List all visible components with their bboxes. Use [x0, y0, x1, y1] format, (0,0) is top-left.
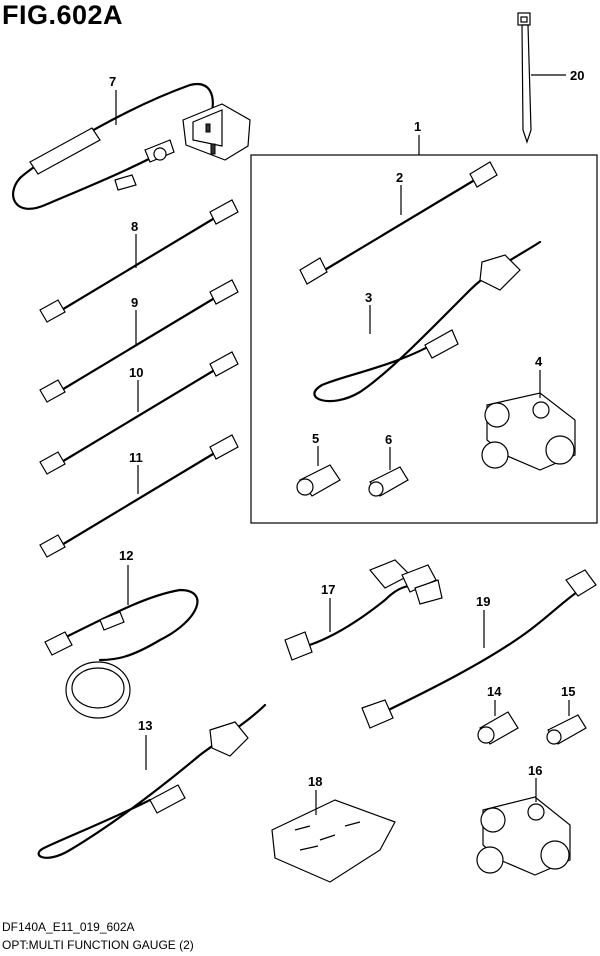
gps-antenna-12 [44, 565, 199, 719]
callout-18: 18 [308, 774, 322, 789]
callout-8: 8 [131, 219, 138, 234]
t-connector-16 [476, 778, 571, 876]
callout-4: 4 [535, 354, 543, 369]
figure-caption: OPT:MULTI FUNCTION GAUGE (2) [2, 938, 194, 952]
callout-14: 14 [487, 684, 502, 699]
extension-cable-9 [39, 279, 239, 403]
extension-cable-11 [39, 434, 239, 558]
callout-10: 10 [129, 365, 143, 380]
terminator-6 [368, 447, 409, 497]
callout-19: 19 [476, 594, 490, 609]
callout-15: 15 [561, 684, 575, 699]
callout-13: 13 [138, 718, 152, 733]
figure-code: DF140A_E11_019_602A [2, 920, 135, 934]
callout-12: 12 [119, 548, 133, 563]
callout-3: 3 [365, 290, 372, 305]
backbone-cable-2 [299, 161, 498, 285]
t-connector-4 [481, 370, 576, 471]
extension-cable-10 [39, 351, 239, 475]
callout-6: 6 [385, 432, 392, 447]
callout-11: 11 [129, 450, 143, 465]
power-cable-3 [313, 240, 542, 403]
callout-9: 9 [131, 295, 138, 310]
harness-19 [361, 569, 597, 729]
terminator-15 [546, 700, 587, 745]
callout-16: 16 [528, 763, 542, 778]
callout-17: 17 [321, 582, 335, 597]
harness-7 [12, 82, 251, 210]
callout-20: 20 [570, 68, 584, 83]
callout-1: 1 [414, 119, 421, 134]
terminator-14 [477, 700, 519, 745]
callout-5: 5 [312, 431, 319, 446]
callout-7: 7 [109, 74, 116, 89]
y-harness-17 [284, 559, 443, 661]
terminator-5 [296, 446, 341, 497]
figure-title: FIG.602A [2, 0, 124, 30]
cable-tie-20 [517, 12, 566, 144]
bag-18 [271, 790, 396, 883]
kit-box [250, 154, 598, 524]
extension-cable-8 [39, 199, 239, 323]
power-cable-13 [37, 703, 267, 859]
callout-2: 2 [396, 170, 403, 185]
